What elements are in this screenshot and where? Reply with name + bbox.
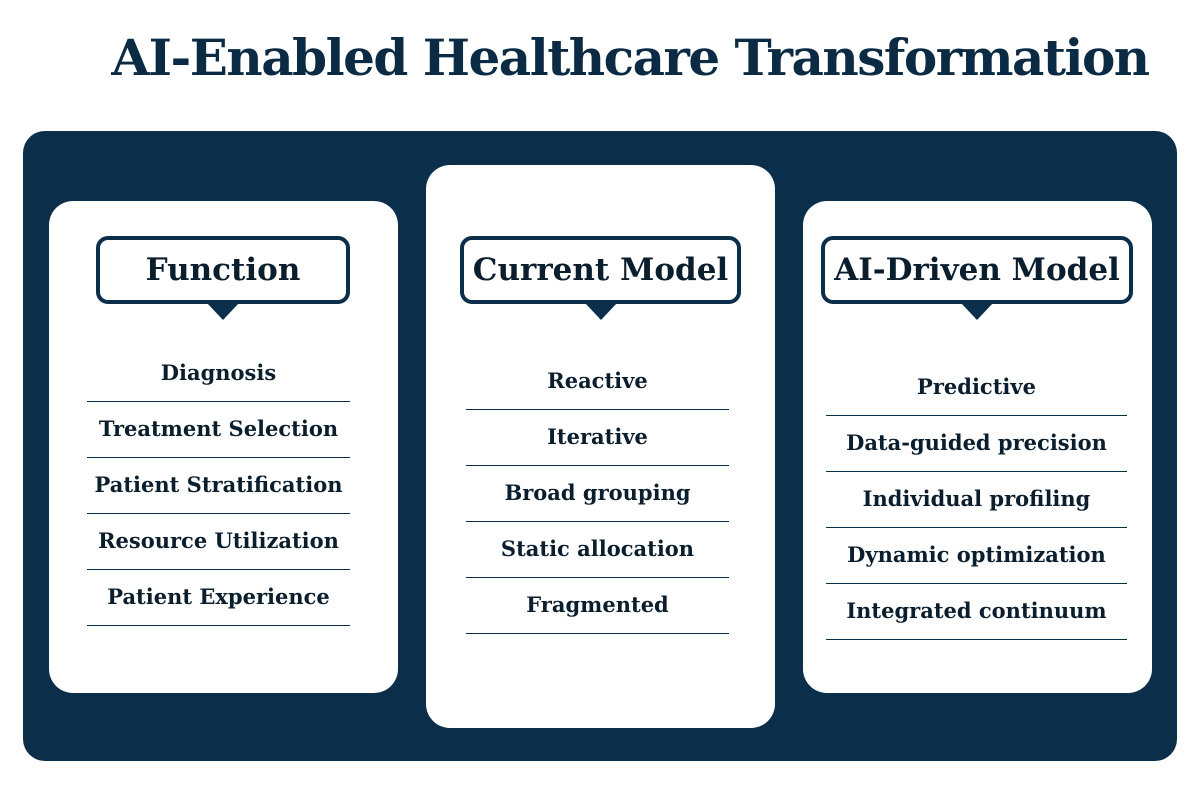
function-list: Diagnosis Treatment Selection Patient St… (87, 345, 350, 626)
ai-driven-model-column-card: AI-Driven Model Predictive Data-guided p… (803, 201, 1152, 693)
function-list-item: Patient Stratification (87, 458, 350, 514)
ai-driven-model-list-item: Predictive (826, 359, 1127, 416)
ai-driven-model-list-item: Data-guided precision (826, 416, 1127, 472)
current-model-column-card: Current Model Reactive Iterative Broad g… (426, 165, 775, 728)
current-model-list: Reactive Iterative Broad grouping Static… (466, 353, 729, 634)
ai-driven-model-list: Predictive Data-guided precision Individ… (826, 359, 1127, 640)
current-model-list-item: Broad grouping (466, 466, 729, 522)
function-list-item: Patient Experience (87, 570, 350, 626)
ai-driven-model-list-item: Individual profiling (826, 472, 1127, 528)
down-pointer-icon (961, 303, 993, 320)
current-model-column-header: Current Model (460, 236, 741, 320)
current-model-list-item: Reactive (466, 353, 729, 410)
current-model-list-item: Static allocation (466, 522, 729, 578)
ai-driven-model-list-item: Dynamic optimization (826, 528, 1127, 584)
current-model-column-header-label: Current Model (472, 252, 729, 288)
function-list-item: Diagnosis (87, 345, 350, 402)
function-column-header: Function (96, 236, 350, 320)
ai-driven-model-column-header-label: AI-Driven Model (834, 252, 1120, 288)
page-title: AI-Enabled Healthcare Transformation (111, 28, 1150, 87)
ai-driven-model-column-header: AI-Driven Model (821, 236, 1133, 320)
function-column-header-label: Function (145, 252, 301, 288)
function-column-card: Function Diagnosis Treatment Selection P… (49, 201, 398, 693)
current-model-list-item: Iterative (466, 410, 729, 466)
current-model-list-item: Fragmented (466, 578, 729, 634)
function-list-item: Treatment Selection (87, 402, 350, 458)
down-pointer-icon (584, 303, 617, 320)
function-list-item: Resource Utilization (87, 514, 350, 570)
ai-driven-model-list-item: Integrated continuum (826, 584, 1127, 640)
down-pointer-icon (207, 303, 239, 320)
